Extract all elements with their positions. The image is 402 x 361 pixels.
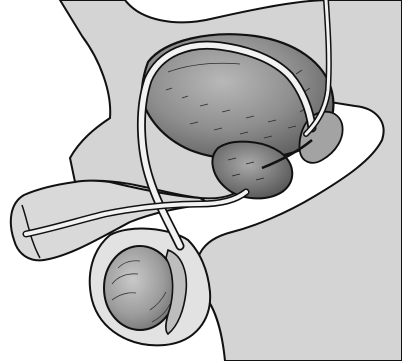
testis <box>104 246 176 330</box>
